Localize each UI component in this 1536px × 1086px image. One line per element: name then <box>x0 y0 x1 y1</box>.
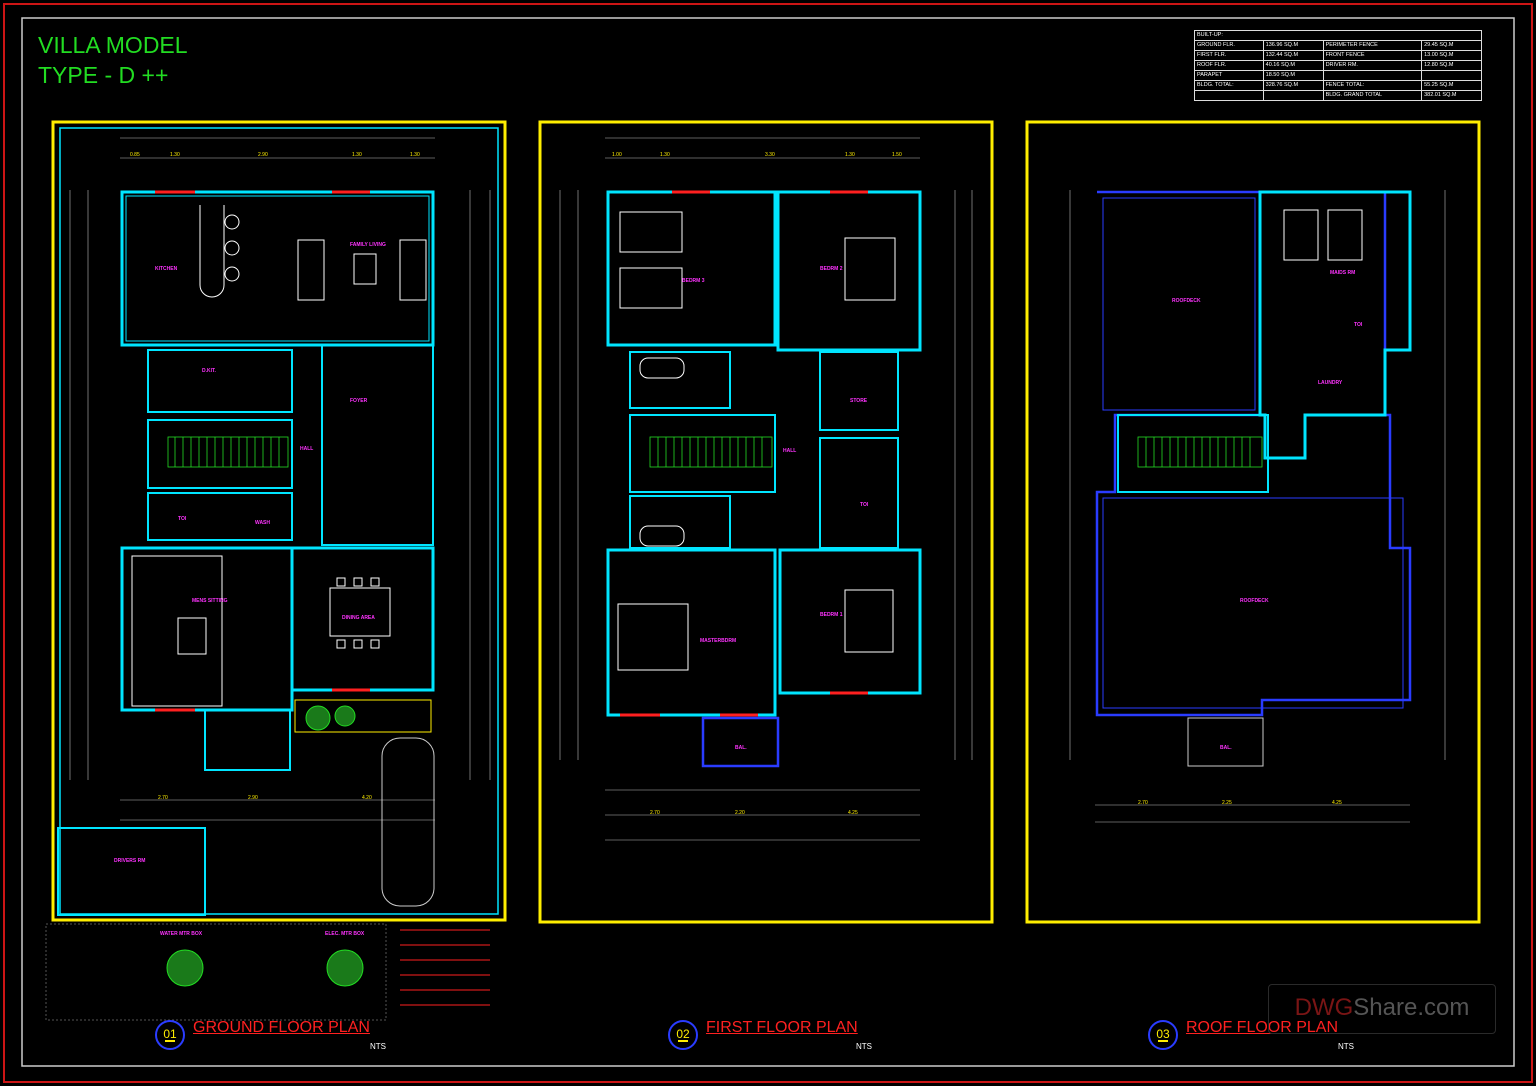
dimension-label: 0.85 <box>130 152 140 158</box>
first-floor-plan <box>538 120 994 924</box>
ground-plot-boundary <box>51 120 507 922</box>
roof-parapet <box>1095 190 1412 717</box>
room-label: HALL <box>783 448 797 454</box>
inner-frame <box>21 17 1515 1067</box>
roof-floor-plan <box>1025 120 1481 924</box>
dimension-label: 1.30 <box>845 152 855 158</box>
builtup-header: BUILT-UP: <box>1194 30 1482 41</box>
room-label: MAIDS RM <box>1330 270 1356 276</box>
room-label: BEDRM 3 <box>682 278 705 284</box>
room-label: ELEC. MTR BOX <box>325 931 365 937</box>
plan-scale: NTS <box>856 1042 872 1051</box>
plan-number-badge: 03 <box>1148 1020 1178 1050</box>
dimension-label: 1.30 <box>410 152 420 158</box>
ground-floor-plan <box>45 120 507 1021</box>
plan-number-badge: 02 <box>668 1020 698 1050</box>
plan-title: ROOF FLOOR PLAN <box>1186 1019 1339 1036</box>
room-label: BAL. <box>1220 745 1232 751</box>
room-label: BAL. <box>735 745 747 751</box>
room-label: HALL <box>300 446 314 452</box>
dimension-label: 1.30 <box>352 152 362 158</box>
room-label: MASTERBDRM <box>700 638 737 644</box>
dimension-label: 2.70 <box>650 810 660 816</box>
room-label: DRIVERS RM <box>114 858 146 864</box>
room-label: FAMILY LIVING <box>350 242 386 248</box>
plan-title: FIRST FLOOR PLAN <box>706 1019 858 1036</box>
table-row: BLDG. TOTAL:328.76 SQ.M FENCE TOTAL:55.2… <box>1194 80 1482 91</box>
dimension-label: 4.25 <box>848 810 858 816</box>
room-label: TOI <box>860 502 869 508</box>
watermark-logo: DWGShare.com <box>1268 984 1496 1034</box>
room-label: WASH <box>255 520 270 526</box>
first-plot-boundary <box>538 120 994 924</box>
dimension-label: 2.70 <box>1138 800 1148 806</box>
dimension-label: 2.70 <box>158 795 168 801</box>
drawing-title-line1: VILLA MODEL <box>38 32 188 58</box>
roof-plot-boundary <box>1025 120 1481 924</box>
dimension-label: 1.30 <box>170 152 180 158</box>
room-label: TOI <box>1354 322 1363 328</box>
dimension-label: 4.25 <box>1332 800 1342 806</box>
room-label: WATER MTR BOX <box>160 931 203 937</box>
room-label: FOYER <box>350 398 368 404</box>
room-label: DINING AREA <box>342 615 375 621</box>
room-label: ROOFDECK <box>1240 598 1269 604</box>
room-label: TOI <box>178 516 187 522</box>
room-label: MENS SITTING <box>192 598 228 604</box>
dimension-label: 2.20 <box>735 810 745 816</box>
room-label: D.KIT. <box>202 368 216 374</box>
dimension-label: 2.90 <box>248 795 258 801</box>
plan-scale: NTS <box>370 1042 386 1051</box>
room-label: KITCHEN <box>155 266 178 272</box>
table-row: ROOF FLR.40.16 SQ.M DRIVER RM.12.80 SQ.M <box>1194 60 1482 71</box>
dimension-label: 2.25 <box>1222 800 1232 806</box>
dimension-label: 2.90 <box>258 152 268 158</box>
dimension-label: 3.30 <box>765 152 775 158</box>
dimension-label: 1.00 <box>612 152 622 158</box>
plan-scale: NTS <box>1338 1042 1354 1051</box>
room-label: ROOFDECK <box>1172 298 1201 304</box>
dimension-label: 1.30 <box>660 152 670 158</box>
room-label: LAUNDRY <box>1318 380 1343 386</box>
builtup-area-table: BUILT-UP: GROUND FLR.136.96 SQ.M PERIMET… <box>1194 30 1482 101</box>
outer-frame <box>3 3 1533 1083</box>
dimension-label: 4.20 <box>362 795 372 801</box>
room-label: BEDRM 1 <box>820 612 843 618</box>
room-label: STORE <box>850 398 868 404</box>
dimension-label: 1.50 <box>892 152 902 158</box>
drawing-title-line2: TYPE - D ++ <box>38 62 169 88</box>
room-label: BEDRM 2 <box>820 266 843 272</box>
plan-number-badge: 01 <box>155 1020 185 1050</box>
plan-title: GROUND FLOOR PLAN <box>193 1019 370 1036</box>
